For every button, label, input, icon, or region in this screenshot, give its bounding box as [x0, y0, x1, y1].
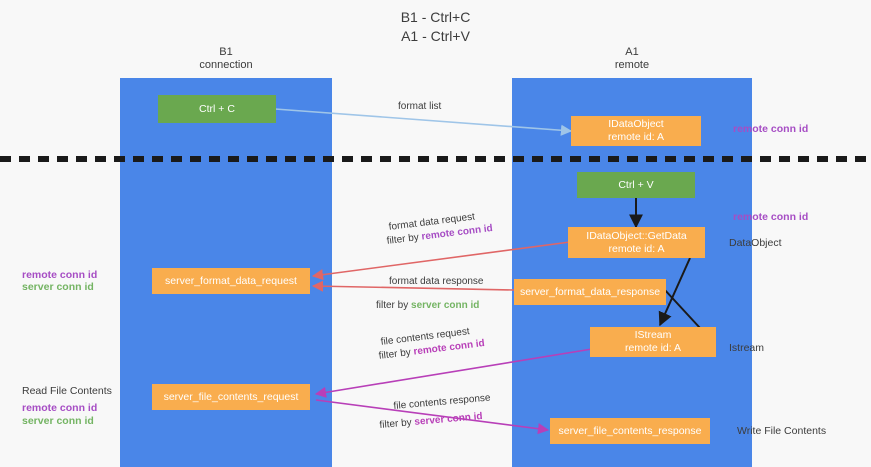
node-idataobject-remote-sublabel: remote id: A — [607, 131, 665, 143]
node-server-file-contents-response-label: server_file_contents_response — [558, 424, 702, 437]
connector-format-data-response — [311, 280, 515, 292]
node-server-file-contents-request[interactable]: server_file_contents_request — [152, 384, 310, 410]
filter-prefix: filter by — [379, 416, 415, 431]
connector-format-list — [274, 108, 573, 136]
annotation-left-remote-conn-id-2: remote conn id — [22, 402, 98, 414]
edge-label-format-data-response: format data response — [389, 276, 484, 287]
annotation-istream: Istream — [729, 342, 765, 354]
connector-getdata-to-istream — [658, 257, 691, 327]
swimlane-a1-role: remote — [614, 59, 650, 71]
network-boundary-divider — [0, 156, 871, 162]
annotation-remote-conn-id-mid: remote conn id — [733, 211, 809, 223]
node-server-format-data-request-label: server_format_data_request — [165, 274, 297, 287]
node-server-format-data-response[interactable]: server_format_data_response — [514, 279, 666, 305]
node-server-file-contents-response[interactable]: server_file_contents_response — [550, 418, 710, 444]
node-idataobject-remote[interactable]: IDataObject remote id: A — [571, 116, 701, 146]
annotation-left-server-conn-id-1: server conn id — [22, 281, 94, 293]
node-istream-label: IStream — [634, 329, 672, 341]
annotation-dataobject: DataObject — [729, 237, 782, 249]
annotation-read-file-contents: Read File Contents — [22, 385, 112, 397]
node-server-file-contents-request-label: server_file_contents_request — [163, 390, 299, 403]
node-ctrl-c[interactable]: Ctrl + C — [158, 95, 276, 123]
node-server-format-data-response-label: server_format_data_response — [519, 285, 661, 298]
filter-key-server-conn-id: server conn id — [411, 300, 480, 311]
node-istream[interactable]: IStream remote id: A — [590, 327, 716, 357]
node-idataobject-getdata-sublabel: remote id: A — [608, 242, 665, 255]
swimlane-b1-role: connection — [199, 59, 253, 71]
connector-file-contents-request — [314, 348, 593, 398]
connector-file-contents-response — [315, 399, 550, 435]
filter-prefix: filter by — [376, 300, 412, 311]
annotation-left-remote-conn-id-1: remote conn id — [22, 269, 98, 281]
edge-label-format-data-response-filter: filter by server conn id — [376, 299, 479, 312]
connector-response-to-istream — [663, 288, 701, 329]
annotation-remote-conn-id-top: remote conn id — [733, 123, 809, 135]
edge-label-format-list: format list — [398, 101, 442, 112]
swimlane-b1-name: B1 — [219, 46, 233, 58]
node-ctrl-v[interactable]: Ctrl + V — [577, 172, 695, 198]
node-ctrl-c-label: Ctrl + C — [199, 102, 235, 115]
node-idataobject-getdata[interactable]: IDataObject::GetData remote id: A — [568, 227, 705, 258]
node-ctrl-v-label: Ctrl + V — [618, 178, 654, 191]
annotation-write-file-contents: Write File Contents — [737, 425, 827, 437]
swimlane-a1-name: A1 — [625, 46, 639, 58]
swimlane-header-a1: A1 remote — [512, 46, 752, 72]
node-idataobject-remote-label: IDataObject — [608, 118, 664, 130]
page-title: B1 - Ctrl+C A1 - Ctrl+V — [0, 8, 871, 46]
node-idataobject-getdata-label: IDataObject::GetData — [586, 229, 687, 242]
title-line-2: A1 - Ctrl+V — [401, 28, 470, 44]
connector-format-data-request — [311, 241, 571, 281]
node-istream-sublabel: remote id: A — [624, 342, 682, 354]
node-server-format-data-request[interactable]: server_format_data_request — [152, 268, 310, 294]
swimlane-header-b1: B1 connection — [120, 46, 332, 72]
annotation-left-server-conn-id-2: server conn id — [22, 415, 94, 427]
title-line-1: B1 - Ctrl+C — [400, 9, 471, 25]
